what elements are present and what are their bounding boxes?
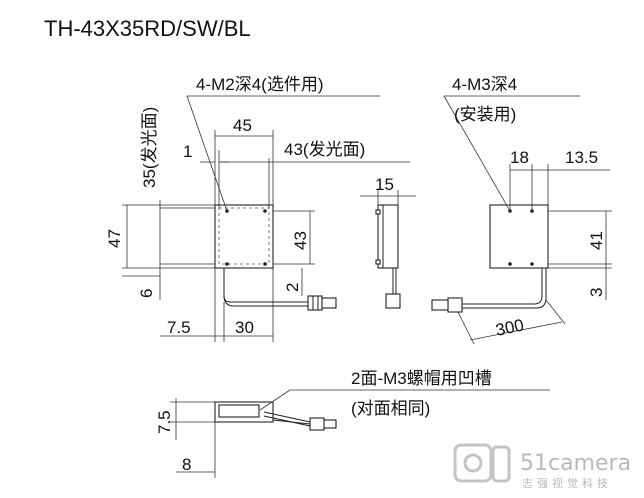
front-cable-2 [223, 268, 308, 307]
dim-15: 15 [375, 175, 394, 194]
dim-300: 300 [494, 315, 526, 339]
dim-2: 2 [283, 283, 302, 292]
dim-7-5: 7.5 [167, 318, 191, 337]
watermark-tagline: 志强视觉科技 [522, 476, 612, 490]
dim-41: 41 [587, 231, 606, 250]
front-hole [225, 262, 229, 266]
dim-35-emit: 35(发光面) [140, 107, 159, 188]
groove-note: 2面-M3螺帽用凹槽 [351, 369, 492, 388]
dim-13-5: 13.5 [565, 148, 598, 167]
bottom-view: 2面-M3螺帽用凹槽 (对面相同) 7.5 8 [155, 369, 550, 478]
back-hole-note: 4-M3深4 [452, 75, 517, 94]
front-view: 45 1 43(发光面) 4-M2深4(选件用) 35(发光面) 47 43 6 [105, 75, 410, 342]
groove-note-sub: (对面相同) [351, 399, 430, 418]
dim-3: 3 [587, 288, 606, 297]
back-body [489, 204, 549, 269]
bottom-connector-tip [323, 419, 337, 429]
back-connector-tip [431, 299, 449, 311]
back-hole-note-sub: (安装用) [454, 105, 516, 124]
watermark-logo: 51camera 志强视觉科技 [453, 443, 631, 490]
side-connector [385, 293, 401, 309]
model-title: TH-43X35RD/SW/BL [44, 16, 251, 41]
dim-43-emit: 43(发光面) [284, 140, 365, 159]
front-connector-tip [321, 297, 337, 309]
front-hole [263, 262, 267, 266]
back-hole [508, 262, 512, 266]
side-body [377, 204, 399, 269]
bottom-connector [309, 417, 325, 431]
dim-1: 1 [183, 142, 192, 161]
bottom-dim-7-5: 7.5 [155, 410, 174, 434]
back-cable-2 [462, 268, 547, 309]
front-hole-note: 4-M2深4(选件用) [196, 75, 324, 94]
front-connector [307, 295, 323, 311]
dim-43-height: 43 [291, 231, 310, 250]
front-hole [263, 209, 267, 213]
back-connector [447, 297, 463, 313]
bottom-groove [218, 404, 260, 418]
emit-face [218, 207, 270, 265]
bottom-dim-8: 8 [182, 455, 191, 474]
dim-45: 45 [233, 116, 252, 135]
dim-47: 47 [105, 229, 124, 248]
watermark-brand: 51camera [520, 451, 631, 476]
back-hole [530, 262, 534, 266]
back-view: 4-M3深4 (安装用) 18 13.5 41 3 300 [431, 75, 612, 345]
back-cable [462, 268, 543, 305]
side-view: 15 [360, 175, 416, 309]
camera-icon [453, 443, 493, 483]
front-body [214, 204, 274, 269]
dim-30: 30 [235, 318, 254, 337]
dim-18: 18 [510, 148, 529, 167]
dim-6: 6 [137, 289, 156, 298]
